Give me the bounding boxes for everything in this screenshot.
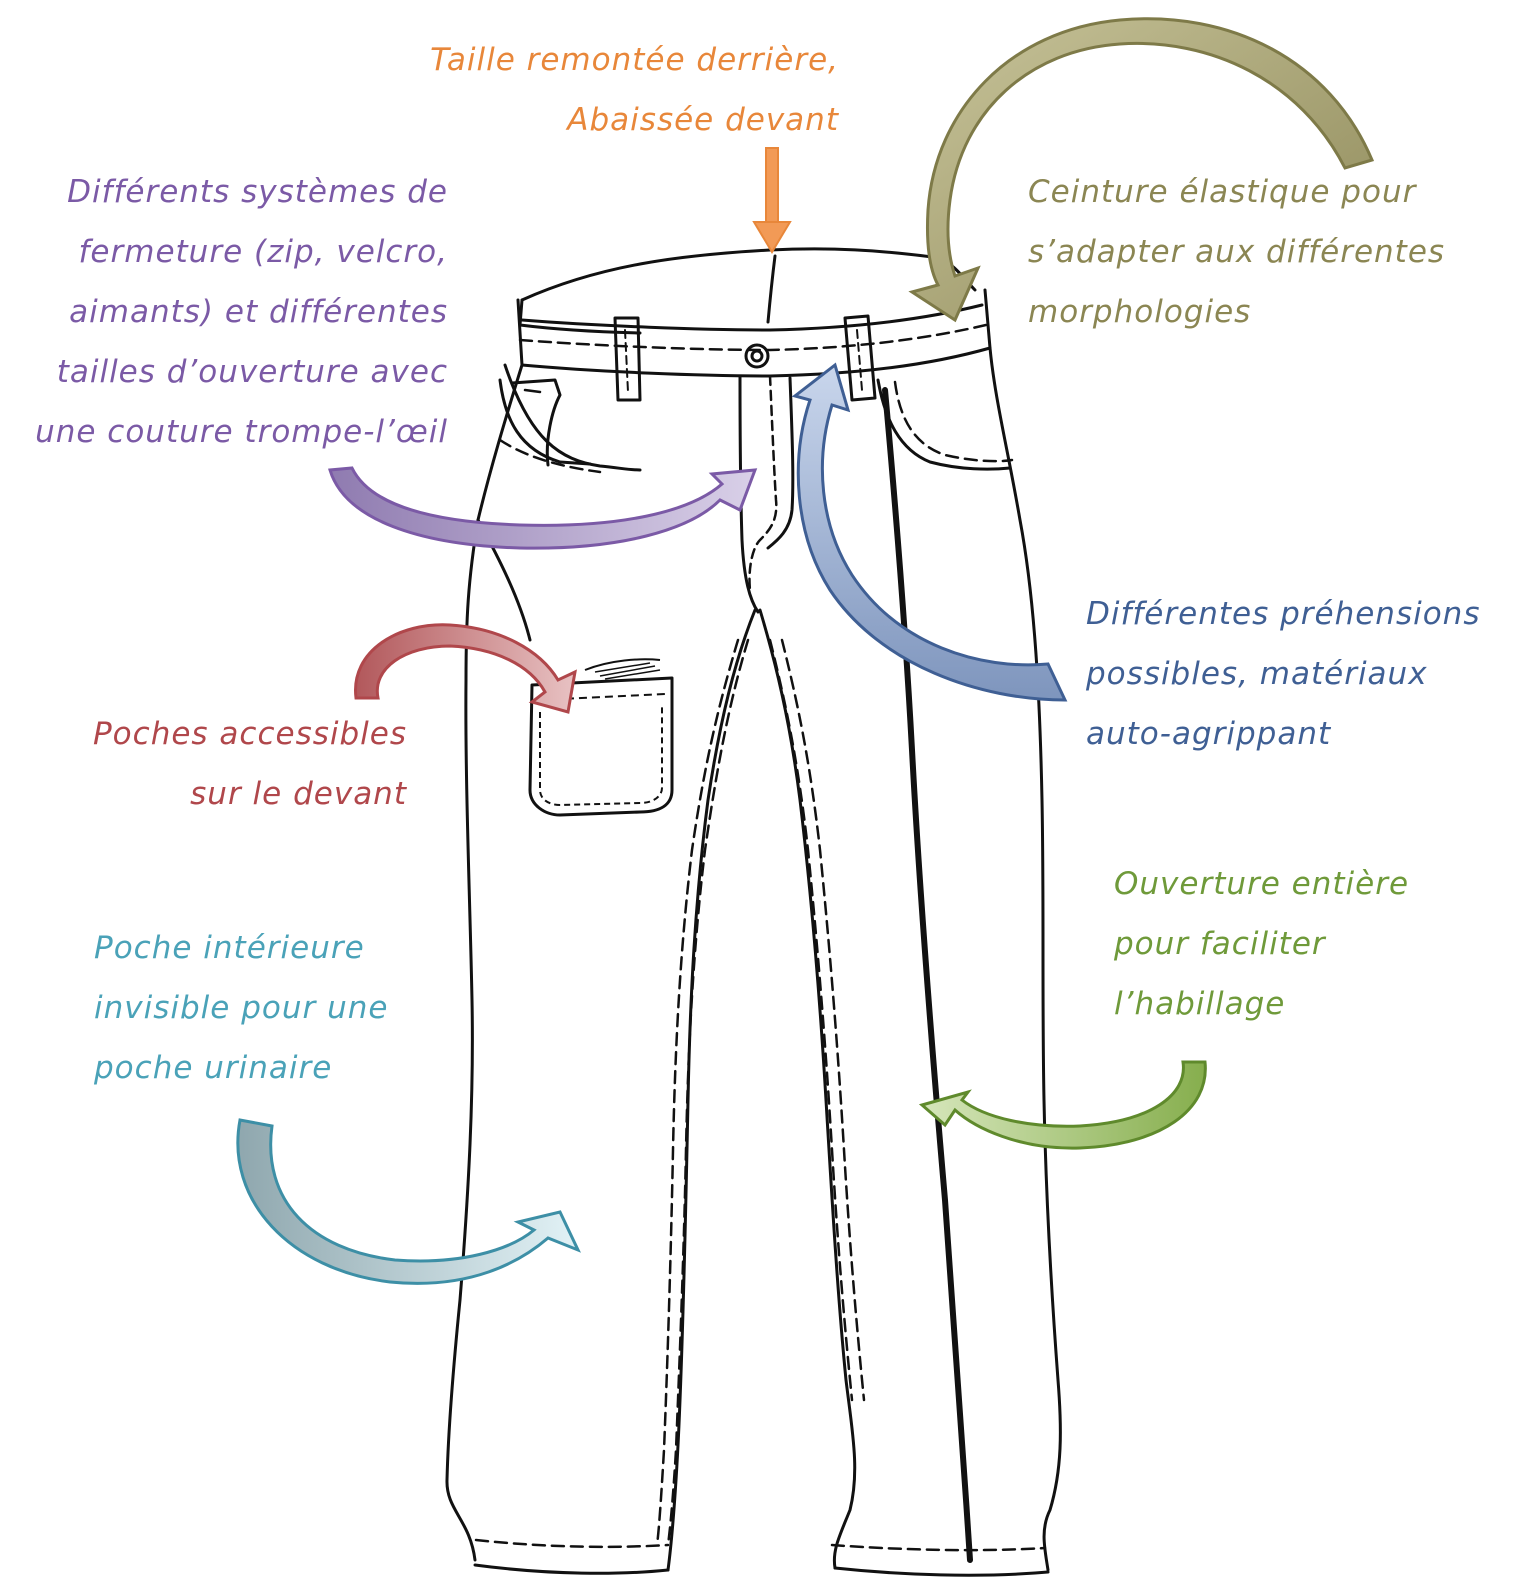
opening-label-line: Ouverture entière xyxy=(1114,854,1409,914)
opening-arrow xyxy=(922,1062,1205,1148)
grip-label-line: Différentes préhensions xyxy=(1086,584,1480,644)
closure-label-line: fermeture (zip, velcro, xyxy=(35,222,448,282)
pockets-label: Poches accessibles sur le devant xyxy=(93,704,407,824)
inner-pocket-label: Poche intérieure invisible pour une poch… xyxy=(94,918,388,1098)
belt-label: Ceinture élastique pour s’adapter aux di… xyxy=(1028,162,1445,342)
opening-label: Ouverture entière pour faciliter l’habil… xyxy=(1114,854,1409,1034)
grip-arrow xyxy=(795,365,1065,700)
pockets-label-line: sur le devant xyxy=(93,764,407,824)
grip-label-line: possibles, matériaux xyxy=(1086,644,1480,704)
inner-pocket-arrow xyxy=(238,1120,578,1283)
closure-arrow xyxy=(330,468,755,548)
pockets-label-line: Poches accessibles xyxy=(93,704,407,764)
waist-label-line: Taille remontée derrière, xyxy=(430,30,839,90)
pants-outline xyxy=(447,249,1060,1575)
closure-label-line: Différents systèmes de xyxy=(35,162,448,222)
opening-label-line: pour faciliter xyxy=(1114,914,1409,974)
waist-label-line: Abaissée devant xyxy=(430,90,839,150)
closure-label: Différents systèmes de fermeture (zip, v… xyxy=(35,162,448,462)
waist-arrow xyxy=(754,148,790,252)
closure-label-line: aimants) et différentes xyxy=(35,282,448,342)
closure-label-line: tailles d’ouverture avec xyxy=(35,342,448,402)
belt-label-line: morphologies xyxy=(1028,282,1445,342)
closure-label-line: une couture trompe-l’œil xyxy=(35,402,448,462)
grip-label: Différentes préhensions possibles, matér… xyxy=(1086,584,1480,764)
inner-pocket-label-line: Poche intérieure xyxy=(94,918,388,978)
opening-label-line: l’habillage xyxy=(1114,974,1409,1034)
belt-label-line: s’adapter aux différentes xyxy=(1028,222,1445,282)
grip-label-line: auto-agrippant xyxy=(1086,704,1480,764)
waist-label: Taille remontée derrière, Abaissée devan… xyxy=(430,30,839,150)
inner-pocket-label-line: invisible pour une xyxy=(94,978,388,1038)
inner-pocket-label-line: poche urinaire xyxy=(94,1038,388,1098)
belt-label-line: Ceinture élastique pour xyxy=(1028,162,1445,222)
